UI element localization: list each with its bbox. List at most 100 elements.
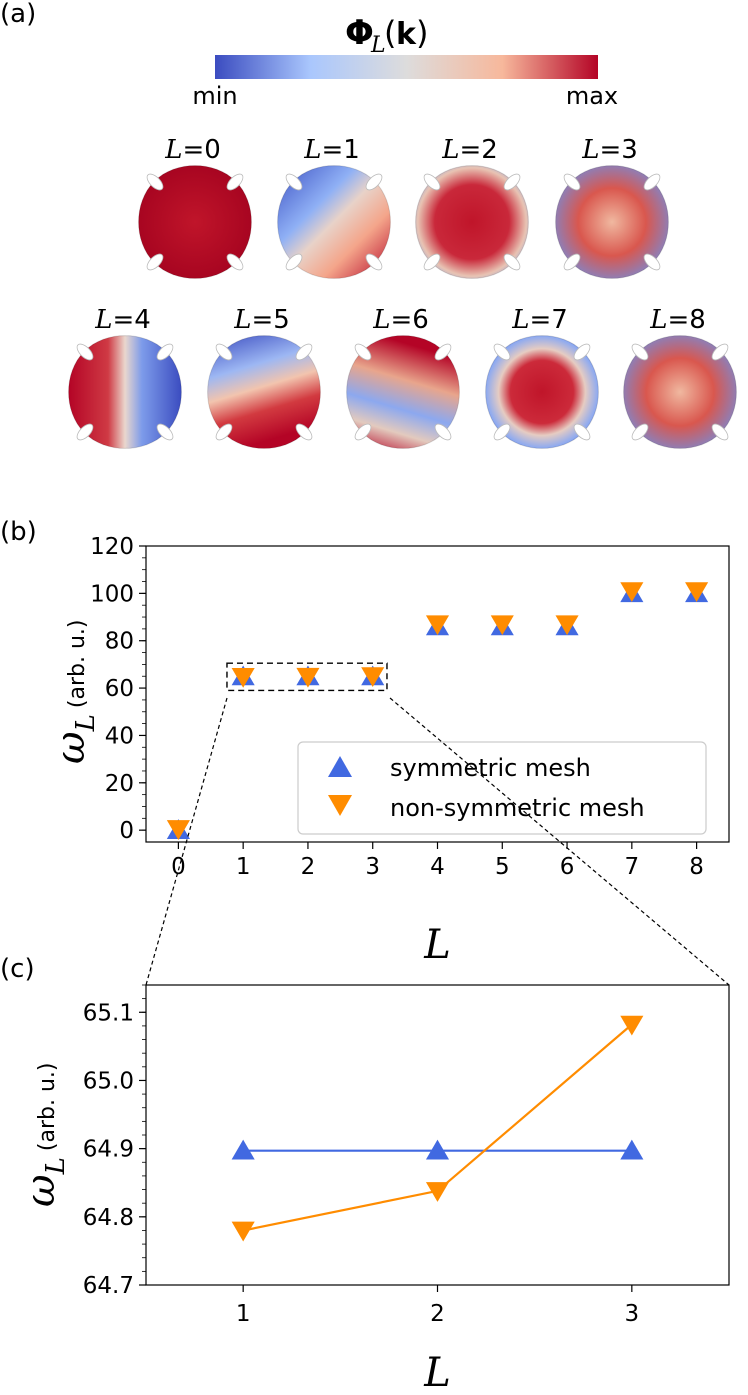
fermi-surface-label: L=7 bbox=[511, 305, 568, 335]
x-tick-label: 1 bbox=[236, 1301, 251, 1327]
fermi-surface-hole bbox=[573, 423, 591, 441]
nonsymmetric-point bbox=[166, 820, 190, 840]
fermi-surface-label: L=0 bbox=[164, 135, 221, 165]
y-tick-label: 100 bbox=[90, 581, 134, 607]
x-tick-label: 1 bbox=[236, 854, 251, 880]
fermi-surface-hole bbox=[493, 343, 511, 361]
fermi-surface-hole bbox=[156, 423, 174, 441]
nonsymmetric-point bbox=[555, 615, 579, 636]
nonsymmetric-point bbox=[685, 582, 709, 602]
fermi-surface-hole bbox=[226, 173, 244, 191]
panel-a-label: (a) bbox=[0, 0, 36, 29]
fermi-surface-hole bbox=[295, 423, 313, 441]
fermi-surface-4: L=4 bbox=[68, 305, 182, 449]
nonsymmetric-point bbox=[620, 1015, 644, 1036]
fermi-surface-6: L=6 bbox=[346, 305, 460, 449]
nonsymmetric-point bbox=[361, 667, 385, 688]
y-tick-label: 40 bbox=[105, 723, 134, 749]
x-axis-label: L bbox=[423, 1350, 451, 1395]
y-axis-label: ωL(arb. u.) bbox=[18, 1063, 71, 1207]
x-tick-label: 6 bbox=[560, 854, 575, 880]
fermi-surface-label: L=6 bbox=[372, 305, 429, 335]
y-tick-label: 65.0 bbox=[83, 1068, 134, 1094]
fermi-surface-1: L=1 bbox=[277, 135, 391, 279]
x-tick-label: 2 bbox=[430, 1301, 445, 1327]
nonsymmetric-point bbox=[490, 615, 514, 636]
fermi-surface-body bbox=[68, 335, 182, 449]
colorbar-min-label: min bbox=[192, 82, 237, 110]
fermi-surface-label: L=2 bbox=[441, 135, 498, 165]
fermi-surface-hole bbox=[434, 423, 452, 441]
svg-text:(: ( bbox=[384, 14, 396, 52]
fermi-surface-hole bbox=[354, 423, 372, 441]
fermi-surface-hole bbox=[354, 343, 372, 361]
nonsymmetric-point bbox=[231, 1221, 255, 1242]
fermi-surface-body bbox=[277, 165, 391, 279]
colorbar-max-label: max bbox=[566, 82, 618, 110]
y-tick-label: 64.8 bbox=[83, 1205, 134, 1231]
fermi-surface-body bbox=[415, 165, 529, 279]
fermi-surface-hole bbox=[365, 173, 383, 191]
x-tick-label: 8 bbox=[689, 854, 704, 880]
fermi-surface-hole bbox=[434, 343, 452, 361]
colorbar-title-sub: L bbox=[370, 33, 386, 58]
nonsymmetric-point bbox=[296, 667, 320, 688]
fermi-surface-hole bbox=[423, 253, 441, 271]
fermi-surface-hole bbox=[423, 173, 441, 191]
fermi-surface-body bbox=[555, 165, 669, 279]
fermi-surface-label: L=8 bbox=[649, 305, 706, 335]
colorbar-title: Φ L ( k ) bbox=[345, 13, 428, 58]
fermi-surface-hole bbox=[146, 253, 164, 271]
fermi-surface-body bbox=[207, 335, 321, 449]
nonsymmetric-point bbox=[231, 667, 255, 688]
legend-nonsymmetric-label: non-symmetric mesh bbox=[390, 794, 645, 822]
x-tick-label: 0 bbox=[171, 854, 186, 880]
y-tick-label: 120 bbox=[90, 534, 134, 560]
x-tick-label: 3 bbox=[625, 1301, 640, 1327]
legend-frame bbox=[297, 741, 707, 835]
panel-b-label: (b) bbox=[0, 517, 37, 547]
fermi-surface-hole bbox=[76, 343, 94, 361]
nonsymmetric-point bbox=[620, 582, 644, 602]
fermi-surface-hole bbox=[711, 423, 729, 441]
fermi-surface-3: L=3 bbox=[555, 135, 669, 279]
legend-nonsymmetric-marker bbox=[328, 795, 352, 816]
fermi-surface-2: L=2 bbox=[415, 135, 529, 279]
y-tick-label: 65.1 bbox=[83, 1000, 134, 1026]
fermi-surface-hole bbox=[215, 423, 233, 441]
x-tick-label: 7 bbox=[625, 854, 640, 880]
x-axis-label: L bbox=[423, 922, 451, 968]
colorbar bbox=[215, 55, 598, 79]
y-tick-label: 64.9 bbox=[83, 1137, 134, 1163]
symmetric-point bbox=[231, 1139, 255, 1160]
symmetric-point bbox=[425, 1139, 450, 1160]
legend-symmetric-label: symmetric mesh bbox=[390, 754, 591, 782]
y-tick-label: 80 bbox=[105, 629, 134, 655]
fermi-surface-hole bbox=[563, 253, 581, 271]
y-tick-label: 0 bbox=[119, 818, 134, 844]
fermi-surface-hole bbox=[503, 173, 521, 191]
fermi-surface-hole bbox=[631, 343, 649, 361]
fermi-surface-0: L=0 bbox=[138, 135, 252, 279]
y-tick-label: 20 bbox=[105, 771, 134, 797]
colorbar-title-symbol: Φ bbox=[345, 13, 374, 53]
fermi-surface-hole bbox=[146, 173, 164, 191]
y-axis-label: ωL(arb. u.) bbox=[48, 620, 101, 764]
panel-c-label: (c) bbox=[0, 954, 35, 984]
svg-text:): ) bbox=[416, 14, 428, 52]
fermi-surface-hole bbox=[285, 253, 303, 271]
fermi-surface-hole bbox=[226, 253, 244, 271]
fermi-surface-hole bbox=[365, 253, 383, 271]
fermi-surface-body bbox=[346, 335, 460, 449]
fermi-surface-hole bbox=[295, 343, 313, 361]
fermi-surface-hole bbox=[563, 173, 581, 191]
x-tick-label: 5 bbox=[495, 854, 510, 880]
fermi-surface-hole bbox=[643, 253, 661, 271]
fermi-surface-hole bbox=[493, 423, 511, 441]
fermi-surface-body bbox=[485, 335, 599, 449]
fermi-surface-body bbox=[623, 335, 737, 449]
y-tick-label: 60 bbox=[105, 676, 134, 702]
